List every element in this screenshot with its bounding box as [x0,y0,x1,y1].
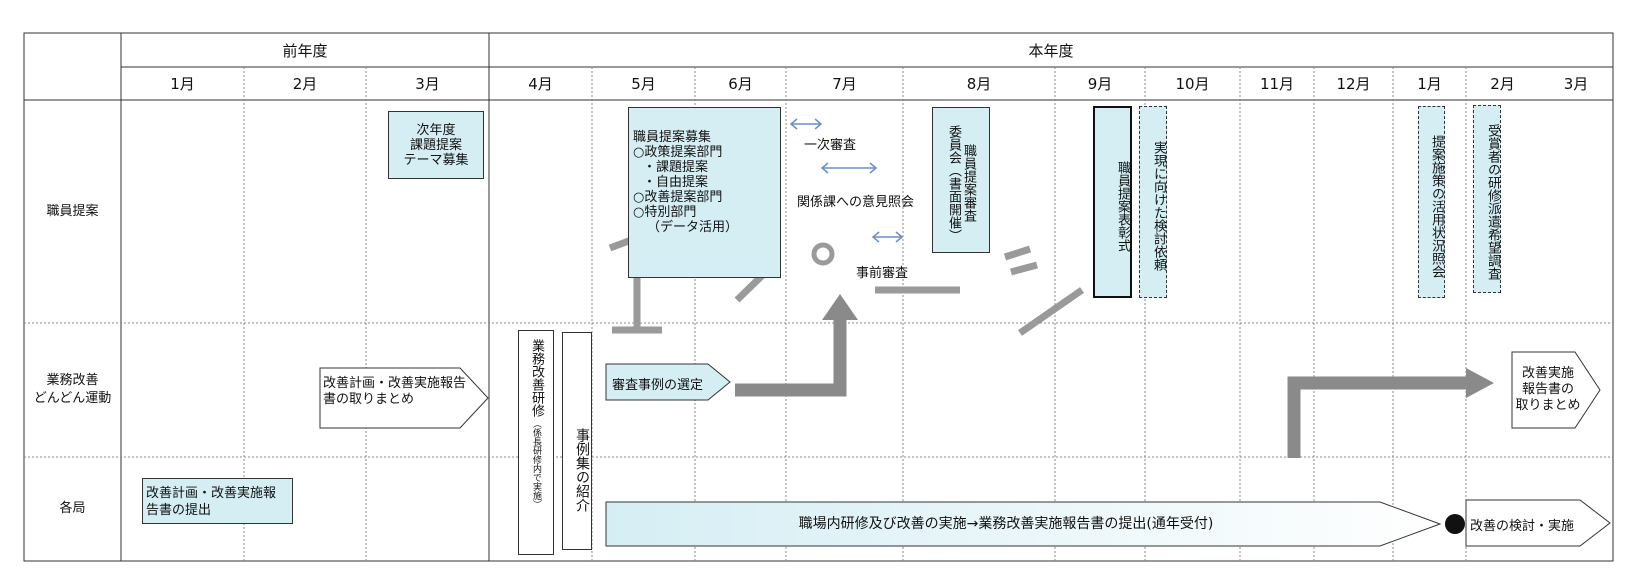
review-impl-pentagon [1465,499,1611,547]
milestone-dot [1445,514,1465,534]
month-header: 4月 [528,75,553,93]
recruitment-line: ○改善提案部門 [633,190,723,205]
plan-submit-line: 改善計画・改善実施報 [146,486,277,501]
month-header: 1月 [1417,75,1442,93]
header-this-year: 本年度 [1028,41,1074,60]
workplace-label: 職場内研修及び改善の実施→業務改善実施報告書の提出(通年受付) [798,515,1214,532]
month-header: 10月 [1175,75,1210,93]
recruitment-line: ○特別部門 [633,205,697,220]
training-note: （係長研修内で実施） [531,419,541,509]
month-header: 2月 [1490,75,1515,93]
first-review-label: 一次審査 [804,138,857,153]
month-header: 3月 [1563,75,1589,93]
pre-review-label: 事前審査 [856,266,909,281]
training-survey-box: 受賞者の研修派遣希望調査 [1473,105,1501,293]
plan-submit-box: 改善計画・改善実施報 告書の提出 [142,478,293,524]
case-select-pentagon [605,363,731,401]
row-label-improvement-line: どんどん運動 [33,391,112,406]
month-header: 1月 [170,75,195,93]
theme-line: 次年度 [416,122,456,138]
final-compile-label: 改善実施 報告書の 取りまとめ [1512,358,1584,422]
dept-inquiry-label: 関係課への意見照会 [797,195,915,210]
recruitment-line: ・課題提案 [643,160,709,175]
month-header: 12月 [1336,75,1371,93]
final-compile-line: 報告書の [1521,382,1574,397]
header-prev-year: 前年度 [282,41,328,60]
award-box: 職員提案表彰式 [1093,106,1132,298]
theme-line: テーマ募集 [403,152,469,168]
case-select-label: 審査事例の選定 [612,378,704,393]
next-year-theme-box: 次年度 課題提案 テーマ募集 [388,111,484,179]
row-label-bureaus: 各局 [59,501,86,516]
final-compile-line: 改善実施 [1521,366,1574,381]
month-header: 5月 [631,75,656,93]
recruitment-line: 職員提案募集 [633,130,712,145]
month-header: 8月 [966,75,992,93]
month-header: 11月 [1259,75,1295,93]
training-title: 業務改善研修 [529,339,544,417]
flow-arrow-to-final [1287,376,1468,458]
implementation-request-box: 実現に向けた検討依頼 [1139,106,1167,298]
recruitment-line: （データ活用） [647,220,739,235]
committee-text-b: 委員会（書面開催） [946,124,961,242]
plan-compile-label: 改善計画・改善実施報告 書の取りまとめ [323,376,473,420]
month-header: 6月 [728,75,753,93]
review-impl-label: 改善の検討・実施 [1470,519,1575,534]
row-label-improvement-line: 業務改善 [46,373,99,388]
recruitment-box: 職員提案募集 ○政策提案部門 ・課題提案 ・自由提案 ○改善提案部門 ○特別部門… [628,107,781,278]
final-compile-pentagon [1511,351,1601,429]
flow-arrow-to-review [735,318,847,397]
plan-submit-line: 告書の提出 [146,503,212,518]
casebook-box: 事例集の紹介 [562,332,592,550]
workplace-pentagon [605,501,1442,547]
row-label-improvement: 業務改善 どんどん運動 [24,323,121,457]
plan-compile-line: 改善計画・改善実施報告 [323,376,467,391]
training-box: 業務改善研修 （係長研修内で実施） [518,330,554,555]
month-header: 9月 [1087,75,1113,93]
plan-compile-line: 書の取りまとめ [323,392,415,407]
arrowhead [822,294,858,320]
committee-text-a: 職員提案審査 [961,144,976,222]
committee-box: 職員提案審査 委員会（書面開催） [932,107,990,253]
theme-line: 課題提案 [409,137,462,153]
usage-survey-box: 提案施策の活用状況照会 [1418,106,1445,298]
recruitment-line: ○政策提案部門 [633,145,723,160]
final-compile-line: 取りまとめ [1515,398,1581,413]
month-header: 3月 [415,75,440,93]
recruitment-line: ・自由提案 [643,175,709,190]
arrowhead [1466,368,1494,398]
row-label-staff-proposal: 職員提案 [46,203,99,219]
month-header: 7月 [832,75,857,93]
month-header: 2月 [292,75,318,93]
plan-compile-pentagon [319,367,489,429]
